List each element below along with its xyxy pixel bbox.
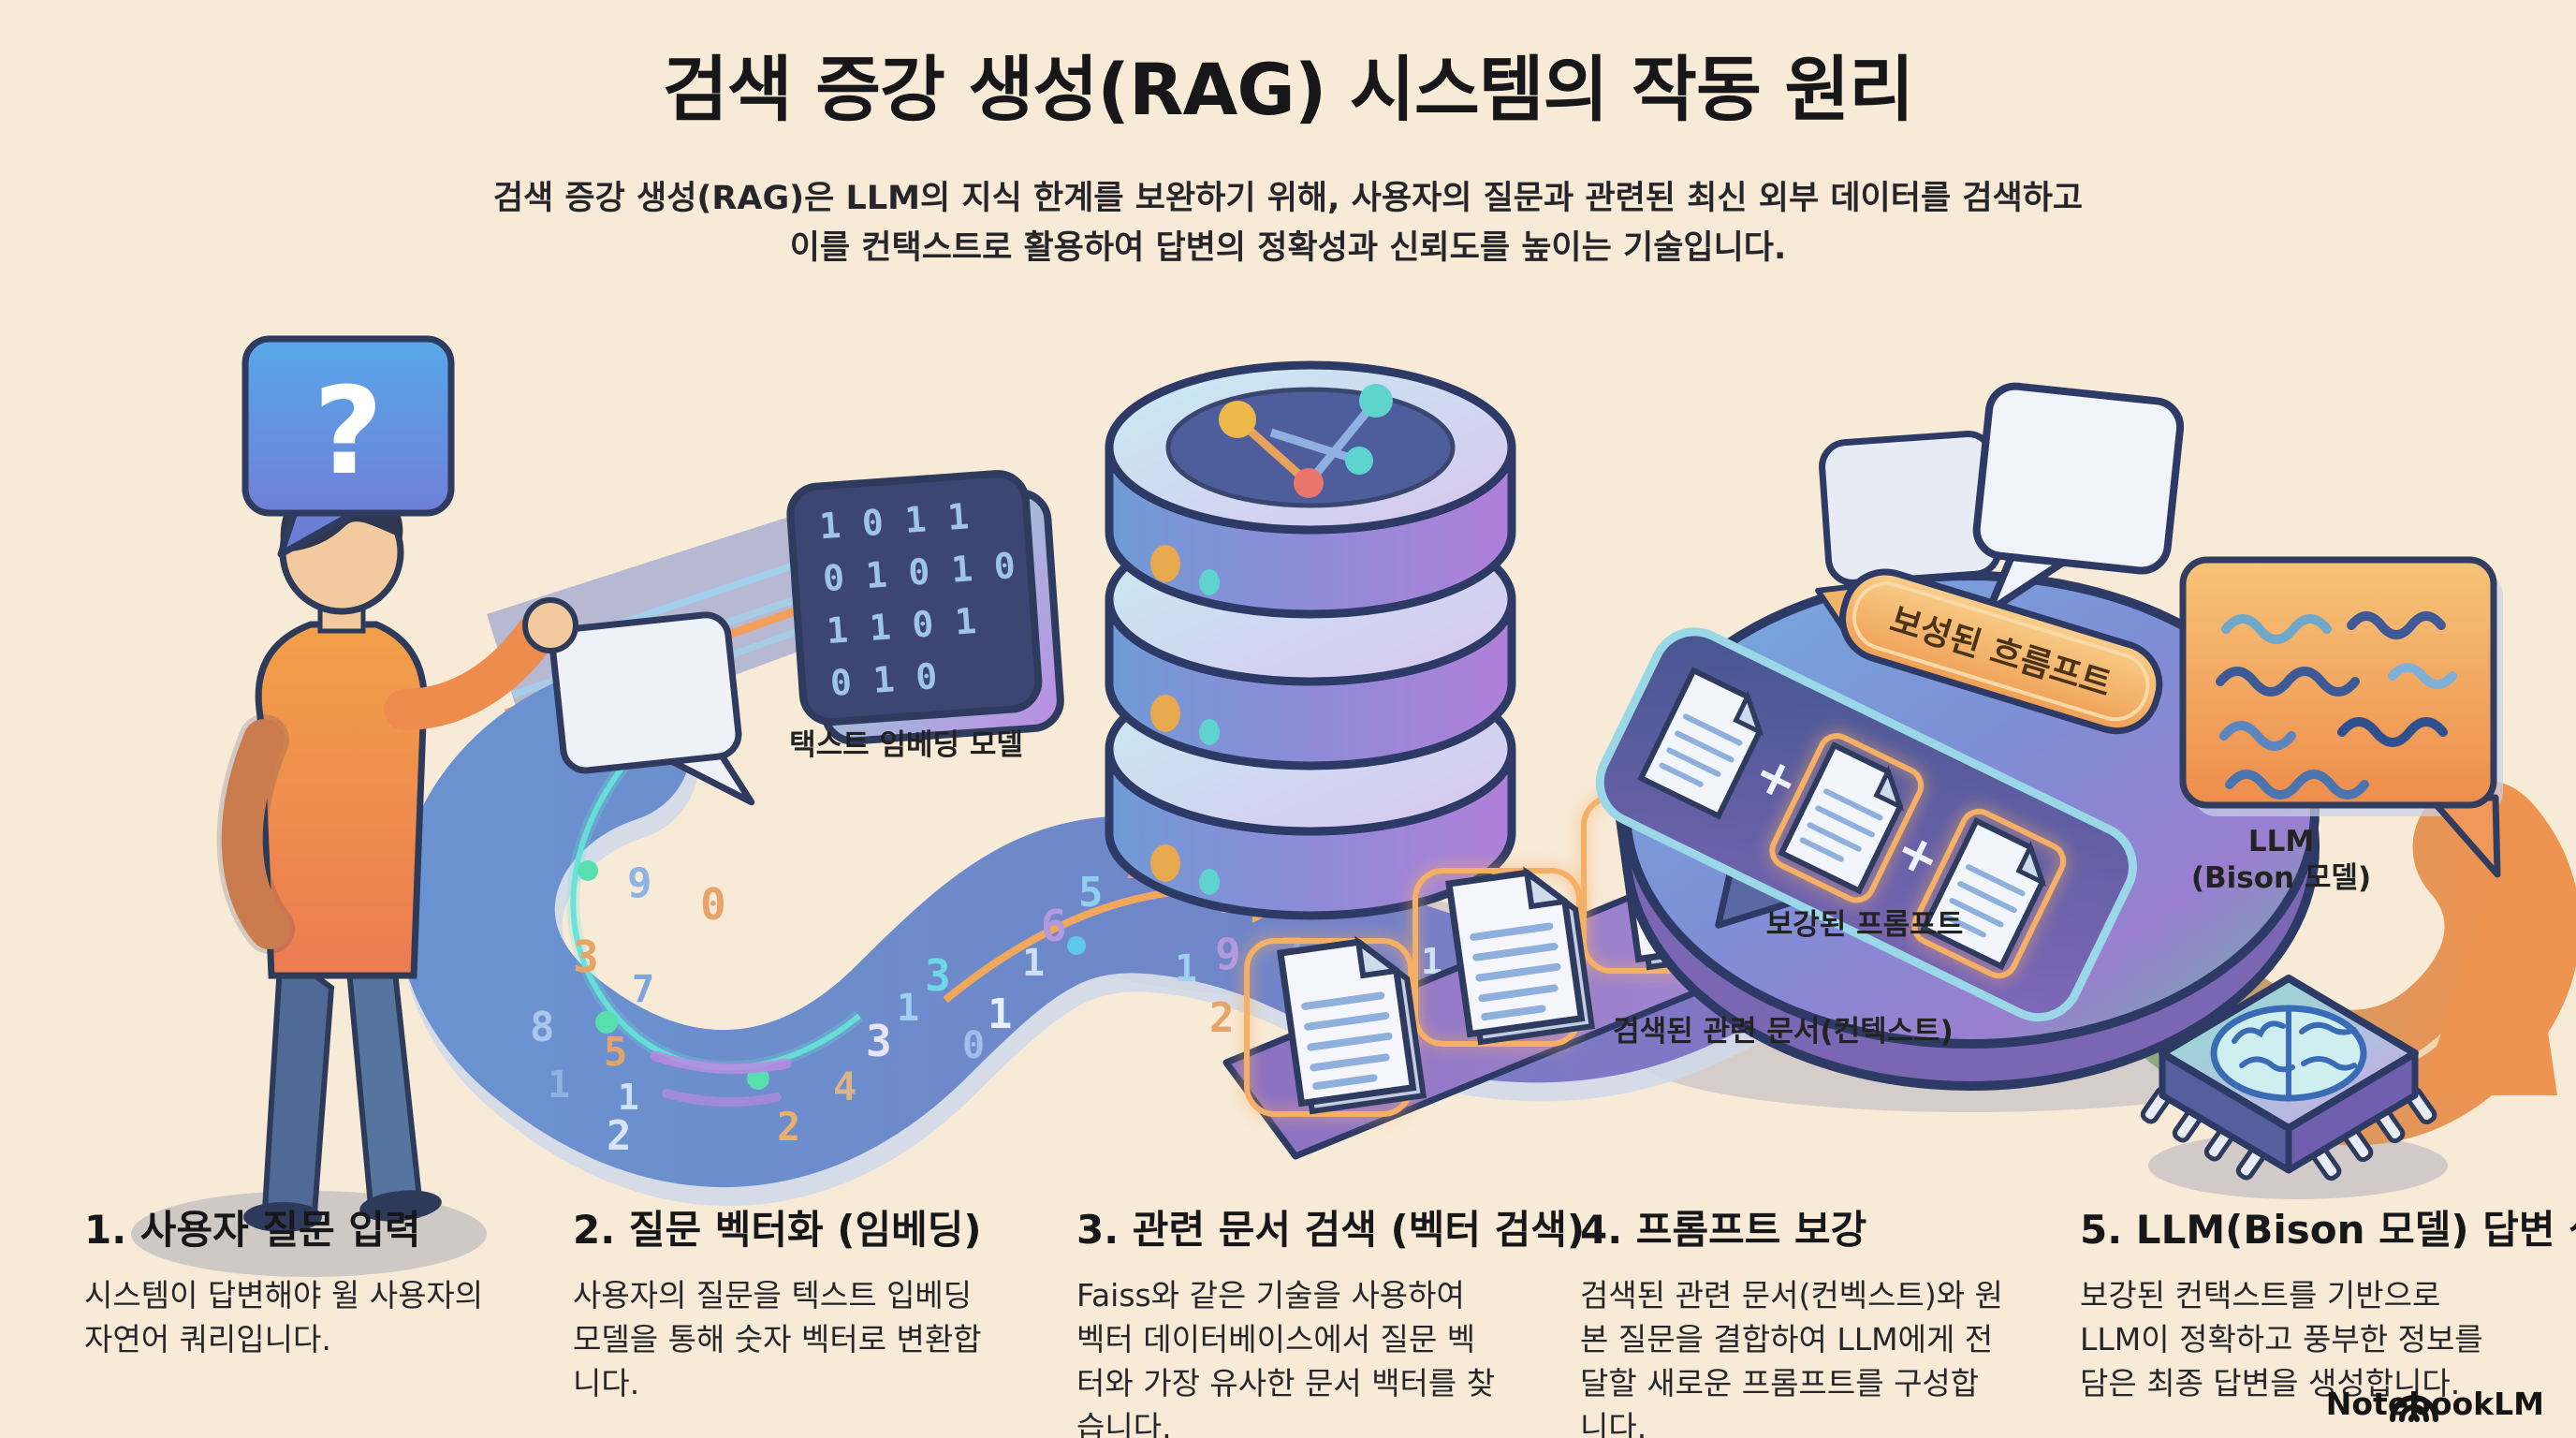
- panel-doc-icon: [1911, 808, 2067, 979]
- vector-digit: 5: [604, 1029, 627, 1075]
- question-mark: ?: [314, 362, 383, 502]
- step-1: 1. 사용자 질문 입력 시스템이 답변해야 윌 사용자의 자연어 쿼리입니다.: [84, 1198, 524, 1362]
- vector-digit: 0: [700, 879, 726, 930]
- panel-doc-icon: [1637, 667, 1764, 820]
- answer-bubble: [2179, 556, 2503, 878]
- vector-digit: 5: [1078, 869, 1104, 917]
- vector-digit: 2: [607, 1112, 632, 1160]
- vector-digit: 4: [833, 1064, 856, 1109]
- vector-digit: 1: [988, 990, 1013, 1038]
- vector-digit: 9: [1215, 929, 1241, 979]
- vector-digit: 9: [627, 859, 652, 907]
- label-augmented-prompt: 보강된 프롬프트: [1765, 908, 1964, 942]
- db-indicator-lights: [1150, 545, 1220, 895]
- vector-digit: 3: [866, 1016, 892, 1066]
- watermark-text: NotebookLM: [2325, 1386, 2544, 1422]
- document-icon: [1277, 935, 1427, 1115]
- page-subtitle: 검색 증강 생성(RAG)은 LLM의 지식 한계를 보완하기 위해, 사용자의…: [0, 174, 2576, 272]
- step-5-title: 5. LLM(Bison 모델) 답변 생성: [2080, 1207, 2576, 1253]
- page-title: 검색 증강 생성(RAG) 시스템의 작동 원리: [662, 48, 1914, 131]
- step-1-desc: 시스템이 답변해야 윌 사용자의 자연어 쿼리입니다.: [84, 1277, 484, 1357]
- llm-chip: [2140, 975, 2437, 1181]
- user-person: [216, 477, 578, 1232]
- vector-digit: 2: [1209, 994, 1235, 1042]
- label-retrieved-docs: 검색된 관련 문서(컨텍스트): [1613, 1015, 1954, 1049]
- question-bubble: ?: [242, 335, 455, 558]
- subtitle-line-2: 이를 컨택스트로 활용하여 답변의 정확성과 신뢰도를 높이는 기술입니다.: [789, 228, 1787, 267]
- binary-bits-row: 0 1 0: [829, 655, 939, 704]
- vector-digit: 3: [573, 932, 599, 982]
- llm-label-line2: (Bison 모델): [2190, 860, 2372, 895]
- step-5: 5. LLM(Bison 모델) 답변 생성 보강된 컨택스트를 기반으로 LL…: [2080, 1198, 2576, 1406]
- prompt-panel: + +: [1595, 627, 2137, 1022]
- vector-graph-icon: [1219, 384, 1393, 498]
- step-3: 3. 관련 문서 검색 (벡터 검색) Faiss와 같은 기술을 사용하여 벡…: [1076, 1198, 1586, 1438]
- vector-digit: 1: [548, 1064, 570, 1107]
- vector-digit: 1: [618, 1077, 639, 1118]
- vector-digit: 6: [1041, 901, 1067, 951]
- vector-digit: 3: [925, 950, 951, 1001]
- answer-wave-lines: [2216, 611, 2457, 800]
- step-1-title: 1. 사용자 질문 입력: [84, 1207, 421, 1253]
- vector-digit: 1: [1175, 947, 1197, 990]
- label-llm-model: LLM (Bison 모델): [2191, 824, 2371, 897]
- llm-label-line1: LLM: [2247, 825, 2315, 858]
- vector-digit: 1: [1421, 941, 1442, 982]
- step-2-title: 2. 질문 벡터화 (임베딩): [573, 1207, 982, 1253]
- embedding-chip: 1 0 1 10 1 0 1 01 1 0 10 1 0: [786, 470, 1064, 745]
- step-4-title: 4. 프롬프트 보강: [1580, 1207, 1867, 1253]
- step-3-desc: Faiss와 같은 기술을 사용하여 벡터 데이터베이스에서 질문 벡터와 가장…: [1076, 1277, 1496, 1438]
- brain-icon: [2210, 1005, 2367, 1102]
- panel-doc-icon: [1769, 733, 1925, 903]
- notebooklm-logo-icon: [2390, 1395, 2438, 1422]
- vector-digit: 8: [530, 1004, 555, 1051]
- document-icon: [1445, 866, 1596, 1046]
- watermark: NotebookLM: [2326, 1386, 2544, 1422]
- step-3-title: 3. 관련 문서 검색 (벡터 검색): [1076, 1207, 1586, 1253]
- query-bubble-on-path: [549, 611, 755, 806]
- subtitle-line-1: 검색 증강 생성(RAG)은 LLM의 지식 한계를 보완하기 위해, 사용자의…: [492, 180, 2084, 217]
- answer-arrow-icon: [2420, 816, 2557, 1095]
- vector-digit: 2: [777, 1104, 800, 1150]
- vector-digit: 1: [897, 987, 919, 1030]
- vector-digit: 7: [632, 968, 654, 1011]
- vector-digit: 0: [962, 1024, 985, 1067]
- step-2-desc: 사용자의 질문을 텍스트 입베딩 모델을 통해 숫자 벡터로 변환합니다.: [573, 1277, 982, 1401]
- prompt-speech-bubbles: [1819, 382, 2185, 633]
- vector-digit: 1: [1022, 942, 1045, 985]
- step-4-desc: 검색된 관련 문서(컨벡스트)와 원본 질문을 결합하여 LLM에게 전달할 새…: [1580, 1277, 2003, 1438]
- step-5-desc: 보강된 컨택스트를 기반으로 LLM이 정확하고 풍부한 정보를 담은 최종 답…: [2080, 1277, 2483, 1401]
- step-2: 2. 질문 벡터화 (임베딩) 사용자의 질문을 텍스트 입베딩 모델을 통해 …: [573, 1198, 1013, 1406]
- step-4: 4. 프롬프트 보강 검색된 관련 문서(컨벡스트)와 원본 질문을 결합하여 …: [1580, 1198, 2020, 1438]
- vector-database: [1105, 360, 1516, 920]
- label-embedding-model: 택스트 임베딩 모델: [789, 728, 1023, 762]
